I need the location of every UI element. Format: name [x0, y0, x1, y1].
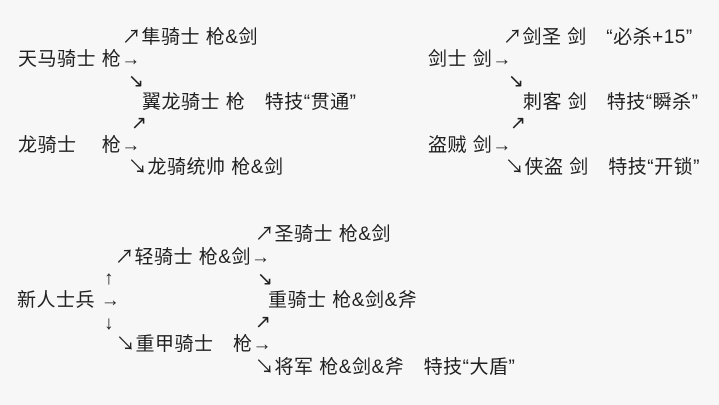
arrow-up-icon: ↑: [104, 268, 114, 289]
node-swordsman: 剑士 剑→: [428, 49, 512, 70]
node-recruit: 新人士兵 →: [17, 290, 121, 311]
node-dragon-knight: 龙骑士 枪→: [18, 135, 141, 156]
arrow-se-icon: ↘: [128, 71, 144, 92]
arrow-down-icon: ↓: [104, 313, 114, 334]
node-general: ↘将军 枪&剑&斧 特技“大盾”: [255, 357, 516, 378]
node-rogue: ↘侠盗 剑 特技“开锁”: [505, 157, 700, 178]
node-assassin: 刺客 剑 特技“瞬杀”: [523, 92, 699, 113]
node-holy-knight: ↗圣骑士 枪&剑: [255, 224, 391, 245]
arrow-ne-icon: ↗: [255, 312, 271, 333]
arrow-se-icon: ↘: [257, 269, 273, 290]
node-falcon-knight: ↗隼骑士 枪&剑: [122, 27, 258, 48]
node-heavy-knight: 重骑士 枪&剑&斧: [268, 290, 418, 311]
node-thief: 盗贼 剑→: [428, 135, 512, 156]
arrow-se-icon: ↘: [508, 71, 524, 92]
node-wyvern-knight: 翼龙骑士 枪 特技“贯通”: [142, 92, 357, 113]
arrow-ne-icon: ↗: [131, 113, 147, 134]
node-dragon-marshal: ↘龙骑统帅 枪&剑: [128, 157, 284, 178]
node-pegasus-knight: 天马骑士 枪→: [18, 49, 141, 70]
arrow-ne-icon: ↗: [510, 113, 526, 134]
node-sword-saint: ↗剑圣 剑 “必杀+15”: [503, 27, 693, 48]
node-armored-knight: ↘重甲骑士 枪→: [116, 334, 273, 355]
node-light-knight: ↗轻骑士 枪&剑→: [115, 247, 271, 268]
